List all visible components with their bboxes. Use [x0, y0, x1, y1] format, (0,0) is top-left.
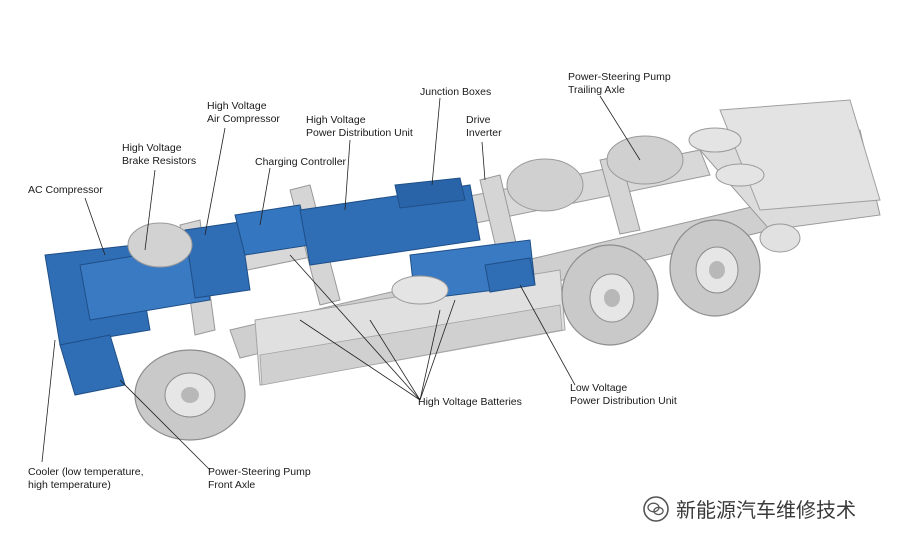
charging-controller-label: Charging Controller	[255, 156, 347, 168]
leader-lines	[41, 95, 641, 471]
steering-pump-trailing-axle-label: Power-Steering Pump Trailing Axle	[568, 71, 671, 96]
cooler-label: Cooler (low temperature, high temperatur…	[28, 466, 144, 491]
low-voltage-pdu-label: Low Voltage Power Distribution Unit	[570, 382, 677, 407]
tanks	[391, 127, 801, 305]
wheels	[127, 135, 761, 441]
air-compressor-label: High Voltage Air Compressor	[207, 100, 280, 125]
drive-inverter-label: Drive Inverter	[466, 114, 502, 139]
power-distribution-unit-label: High Voltage Power Distribution Unit	[306, 114, 413, 139]
junction-boxes-label: Junction Boxes	[420, 86, 492, 98]
watermark-text: 新能源汽车维修技术	[676, 498, 856, 522]
steering-pump-front-axle-label: Power-Steering Pump Front Axle	[208, 466, 311, 491]
hv-batteries-label: High Voltage Batteries	[418, 396, 522, 408]
front-wheel	[134, 349, 246, 441]
wechat-icon	[643, 495, 669, 522]
rear-wheel-1	[561, 244, 659, 346]
ac-compressor-label: AC Compressor	[28, 184, 103, 196]
back-wheels	[127, 135, 684, 268]
rear-wheel-2	[669, 219, 761, 317]
watermark: 新能源汽车维修技术	[642, 494, 856, 523]
brake-resistors-label: High Voltage Brake Resistors	[122, 142, 197, 167]
